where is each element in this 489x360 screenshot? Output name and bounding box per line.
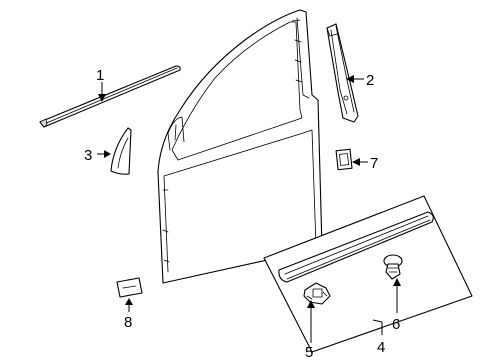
label-plate [116, 277, 143, 298]
belt-molding-strip [39, 65, 181, 128]
leader-lines [97, 75, 401, 343]
square-pad [335, 148, 353, 171]
push-pin [383, 254, 403, 280]
callout-labels: 1 2 3 4 5 6 7 8 [84, 67, 400, 360]
retainer-clip [303, 282, 331, 305]
pillar-applique [326, 23, 359, 123]
side-molding-panel [263, 195, 473, 353]
callout-2: 2 [366, 72, 374, 89]
callout-5: 5 [305, 344, 313, 360]
callout-4: 4 [377, 339, 385, 356]
corner-trim-piece [110, 127, 132, 175]
front-door-shell [157, 9, 323, 284]
callout-7: 7 [370, 155, 378, 172]
callout-6: 6 [392, 316, 400, 333]
callout-8: 8 [124, 314, 132, 331]
callout-1: 1 [96, 67, 104, 84]
callout-3: 3 [84, 147, 92, 164]
